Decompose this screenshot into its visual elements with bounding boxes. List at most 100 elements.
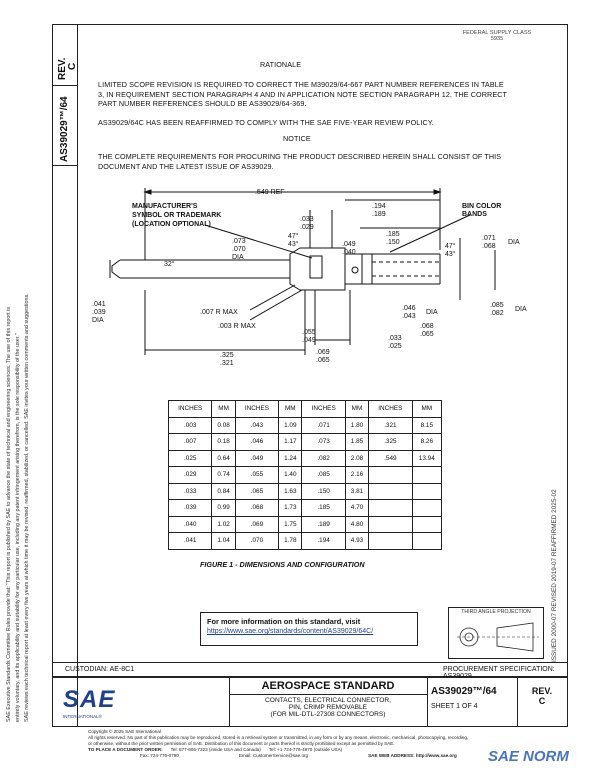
table-cell [411,482,443,500]
sheet-number: SHEET 1 OF 4 [431,703,478,710]
notice-heading: NOTICE [283,134,311,143]
left-title-strip [52,24,78,727]
table-cell: 1.80 [344,416,370,434]
dim-321: .321 [220,360,234,367]
manufacturer-label-1: MANUFACTURER'S [132,203,198,210]
order-row1: TO PLACE A DOCUMENT ORDER: Tel: 877-606-… [88,747,568,753]
table-cell: 1.85 [344,433,370,451]
notice-body: THE COMPLETE REQUIREMENTS FOR PROCURING … [98,152,538,171]
angle-43a: 43° [288,240,299,248]
dim-049b: .049 [302,337,316,344]
sae-web-address[interactable]: SAE WEB ADDRESS: http://www.sae.org [368,753,457,758]
table-header-cell: MM [411,400,443,418]
dim-065: .065 [420,331,434,338]
table-cell: .003 [167,416,213,434]
dim-085: .085 [490,302,504,309]
table-cell: .085 [301,466,346,484]
table-cell: .150 [301,482,346,500]
table-cell [368,499,413,517]
rationale-heading: RATIONALE [260,60,302,69]
footer-rev-label: REV. [531,686,553,696]
table-cell [368,482,413,500]
sae-logo-sub: INTERNATIONAL® [63,714,102,719]
table-cell: 2.16 [344,466,370,484]
table-cell: .033 [167,482,213,500]
table-cell: 0.74 [211,466,236,484]
table-cell [368,466,413,484]
table-cell: .029 [167,466,213,484]
dim-dia-b: DIA [508,239,520,246]
sae-logo-cell: SAE INTERNATIONAL® [53,678,230,726]
table-cell [411,499,443,517]
issue-dates: ISSUED 2000-07 REVISED 2019-07 REAFFIRME… [551,489,558,662]
table-cell: 0.99 [211,499,236,517]
copyright-block: Copyright © 2025 SAE International All r… [88,729,568,759]
dim-055: .055 [302,329,316,336]
copyright-line1: Copyright © 2025 SAE International [88,729,161,734]
dim-068b: .068 [420,323,434,330]
table-cell: .055 [234,466,280,484]
table-header-cell: MM [211,400,236,418]
notice-line1: THE COMPLETE REQUIREMENTS FOR PROCURING … [98,152,502,161]
manufacturer-label-2: SYMBOL OR TRADEMARK [132,212,221,219]
table-cell: .025 [167,449,213,467]
fsc-value: 5935 [490,36,504,42]
table-cell [411,532,443,550]
dim-029: .029 [300,224,314,231]
dim-dia-e: DIA [515,306,527,313]
table-cell: 1.04 [211,532,236,550]
doc-number-cell: AS39029™/64 SHEET 1 OF 4 [427,678,518,726]
dim-039: .039 [92,309,106,316]
table-cell [368,515,413,533]
order-label: TO PLACE A DOCUMENT ORDER: [88,747,163,752]
custodian: CUSTODIAN: AE-8C1 [65,666,135,673]
sae-norm-watermark: SAE NORM [488,748,569,765]
standard-url-link[interactable]: https://www.sae.org/standards/content/AS… [207,628,374,635]
order-tel: Tel: 877-606-7323 (inside USA and Canada… [170,747,261,752]
footer-doc-number: AS39029™/64 [431,686,497,697]
table-cell: .549 [368,449,413,467]
rationale-reaffirm: AS39029/64C HAS BEEN REAFFIRMED TO COMPL… [98,118,434,127]
table-cell [411,515,443,533]
order-fax: Fax: 724-776-0790 [140,753,179,758]
dim-068: .068 [482,243,496,250]
table-cell [368,532,413,550]
table-header-cell: INCHES [234,400,280,418]
info-box-text: For more information on this standard, v… [207,617,361,626]
table-cell: .046 [234,433,280,451]
dim-025: .025 [388,343,402,350]
rev-value: C [67,62,78,70]
dim-082: .082 [490,310,504,317]
copyright-line2: All rights reserved. No part of this pub… [88,735,469,740]
dim-194: .194 [372,203,386,210]
title-cell: AEROSPACE STANDARD CONTACTS, ELECTRICAL … [229,678,428,726]
notice-line2: DOCUMENT AND THE LATEST ISSUE OF AS39029… [98,161,274,171]
disclaimer-line1: SAE Executive Standards Committee Rules … [6,306,12,722]
disclaimer-line2: entirely voluntary, and its applicabilit… [15,333,21,722]
table-cell: .082 [301,449,346,467]
table-cell: 1.17 [278,433,303,451]
dim-185: .185 [386,231,400,238]
table-cell: .041 [167,532,213,550]
order-row2: Fax: 724-776-0790 Email: CustomerService… [88,753,568,759]
pin-contact-drawing: .549 REF MANUFACTURER'S SYMBOL OR TRADEM… [92,188,527,367]
table-header-cell: MM [344,400,370,418]
table-cell: .065 [234,482,280,500]
table-header-cell: MM [278,400,303,418]
dim-069: .069 [316,349,330,356]
procurement-spec: PROCUREMENT SPECIFICATION: AS39029 [443,666,555,680]
table-cell: 1.78 [278,532,303,550]
dim-040: .040 [342,249,356,256]
doc-number-box: AS39029™/64 [52,86,78,166]
table-cell: .071 [301,416,346,434]
rationale-line3: PART NUMBER REFERENCES SHOULD BE AS39029… [98,99,307,108]
radius-007: .007 R MAX [200,309,238,316]
description-line1: CONTACTS, ELECTRICAL CONNECTOR, [265,697,391,704]
dim-150: .150 [386,239,400,246]
